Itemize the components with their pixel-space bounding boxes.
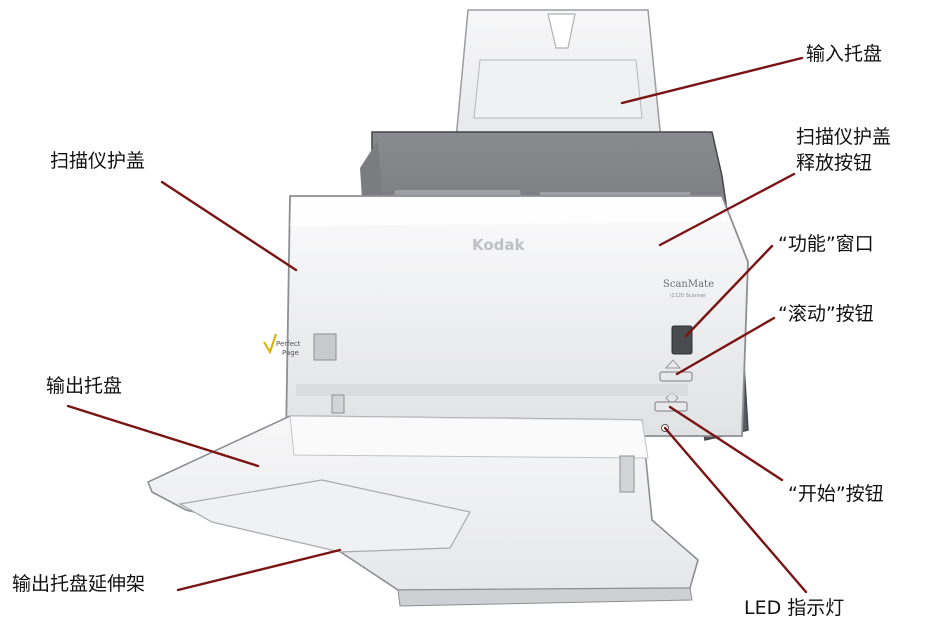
- leader-release: [658, 172, 796, 247]
- scanner-body: Kodak ScanMate i1120 Scanner Perfect Pag…: [263, 195, 749, 437]
- scroll-button[interactable]: [659, 371, 693, 382]
- label-function-window: “功能”窗口: [778, 233, 874, 255]
- label-scanner-cover: 扫描仪护盖: [50, 150, 146, 172]
- checkmark-icon: [263, 333, 277, 355]
- brand-text: Kodak: [472, 236, 526, 254]
- label-output-tray-extension: 输出托盘延伸架: [12, 573, 146, 595]
- logo-line1: Perfect: [276, 340, 301, 348]
- output-tray-extension: [178, 479, 471, 553]
- leader-output-tray: [66, 404, 260, 468]
- leader-start: [668, 405, 784, 482]
- leader-scroll: [675, 316, 776, 376]
- energy-star-icon: [313, 333, 337, 361]
- leader-lines: [66, 56, 808, 594]
- label-start-button: “开始”按钮: [788, 483, 884, 505]
- model-sub-text: i1120 Scanner: [670, 293, 707, 299]
- function-window: [671, 325, 693, 355]
- leader-function: [684, 244, 774, 338]
- input-tray: [454, 9, 663, 151]
- scroll-arrow-icon: [664, 359, 682, 369]
- label-cover-release-line1: 扫描仪护盖: [796, 126, 892, 148]
- label-scroll-button: “滚动”按钮: [778, 303, 874, 325]
- label-cover-release-line2: 释放按钮: [796, 152, 873, 174]
- leader-led: [663, 426, 808, 594]
- model-text: ScanMate: [663, 279, 714, 290]
- label-output-tray: 输出托盘: [46, 375, 123, 397]
- label-cover-release: 扫描仪护盖 释放按钮: [796, 124, 891, 176]
- output-tray: [146, 394, 699, 607]
- logo-line2: Page: [282, 349, 299, 357]
- leader-cover: [160, 180, 298, 272]
- leader-input-tray: [620, 56, 804, 105]
- label-led-indicator: LED 指示灯: [744, 597, 845, 619]
- label-input-tray: 输入托盘: [806, 43, 883, 65]
- leader-extension: [176, 548, 342, 592]
